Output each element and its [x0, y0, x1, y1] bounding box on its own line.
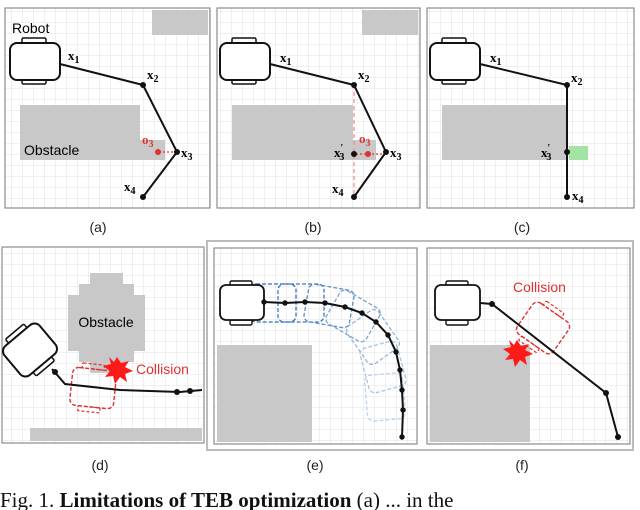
x2-label: x2 — [147, 67, 159, 85]
figure-caption-prefix: Fig. 1. — [0, 488, 55, 510]
waypoint — [187, 388, 193, 394]
obstacle — [430, 345, 530, 442]
obstacle-strip — [30, 428, 202, 441]
x4-label: x4 — [124, 179, 136, 197]
panel-c-caption: (c) — [514, 219, 530, 235]
panel-b-caption: (b) — [304, 219, 321, 235]
waypoints — [261, 299, 406, 440]
waypoint — [174, 389, 180, 395]
x1-label: x1 — [280, 50, 292, 68]
panel-c: x1 x2 x′3 x4 (c) — [426, 7, 635, 235]
waypoint — [603, 390, 609, 396]
x1-label: x1 — [490, 50, 502, 68]
obstacle-corner — [362, 10, 418, 35]
robot — [434, 280, 481, 326]
robot — [9, 37, 61, 85]
projected-waypoint — [351, 151, 357, 157]
path — [59, 63, 179, 198]
free-space-highlight — [569, 146, 588, 160]
x2-label: x2 — [358, 67, 370, 85]
ghost-robot — [515, 300, 571, 355]
x2-label: x2 — [571, 70, 583, 88]
panel-b: o3 x1 x2 x3 x′3 x4 (b) — [216, 7, 421, 235]
panel-f-caption: (f) — [515, 457, 528, 473]
waypoint — [615, 434, 621, 440]
obstacle — [20, 105, 165, 160]
x3-label: x3 — [181, 145, 193, 163]
waypoint — [383, 149, 389, 155]
robot-label: Robot — [12, 20, 49, 36]
collision-label: Collision — [513, 279, 566, 295]
obstacle-label: Obstacle — [24, 142, 79, 158]
robot — [219, 280, 265, 326]
figure-caption-rest: (a) ... in the — [356, 488, 454, 510]
panel-a-caption: (a) — [89, 219, 106, 235]
waypoint — [564, 149, 570, 155]
waypoint — [140, 194, 146, 200]
obstacle — [232, 105, 376, 160]
waypoint — [351, 194, 357, 200]
x3-label: x3 — [390, 145, 402, 163]
closest-point — [155, 149, 161, 155]
obstacle-label: Obstacle — [78, 314, 133, 330]
x1-label: x1 — [68, 48, 80, 66]
path — [479, 302, 619, 438]
obstacle — [68, 273, 145, 373]
x3-prime-label: x′3 — [541, 143, 551, 163]
panel-a: Obstacle Robot o3 x1 x2 x3 x4 (a) — [4, 7, 211, 235]
obstacle — [217, 345, 312, 442]
path — [479, 63, 568, 197]
waypoint — [489, 301, 495, 307]
o3-label: o3 — [359, 131, 371, 149]
figure-caption-bold: Limitations of TEB optimization — [59, 488, 352, 510]
highlight-frame — [206, 240, 634, 451]
panel-f: Collision (f) — [426, 247, 631, 473]
panel-d: Obstacle Collision (d) — [1, 246, 205, 473]
panel-e: (e) — [206, 240, 634, 473]
waypoint — [52, 369, 58, 375]
obstacle-corner — [152, 10, 208, 35]
o3-label: o3 — [142, 132, 154, 150]
panel-d-caption: (d) — [91, 457, 108, 473]
x4-label: x4 — [572, 188, 584, 206]
waypoint — [564, 82, 570, 88]
waypoint — [174, 149, 180, 155]
collision-icon — [103, 357, 133, 384]
panel-e-caption: (e) — [306, 457, 323, 473]
obstacle — [442, 105, 566, 160]
waypoint — [351, 82, 357, 88]
path — [269, 63, 388, 198]
robot — [429, 37, 481, 85]
closest-point — [365, 151, 371, 157]
x3-prime-label: x′3 — [334, 143, 344, 163]
waypoint — [564, 194, 570, 200]
collision-icon — [503, 340, 533, 367]
x4-label: x4 — [332, 181, 344, 199]
collision-label: Collision — [136, 361, 189, 377]
figure-caption: Fig. 1. Limitations of TEB optimization … — [0, 488, 640, 510]
robot — [219, 37, 271, 85]
waypoint — [140, 82, 146, 88]
robot — [2, 322, 58, 378]
